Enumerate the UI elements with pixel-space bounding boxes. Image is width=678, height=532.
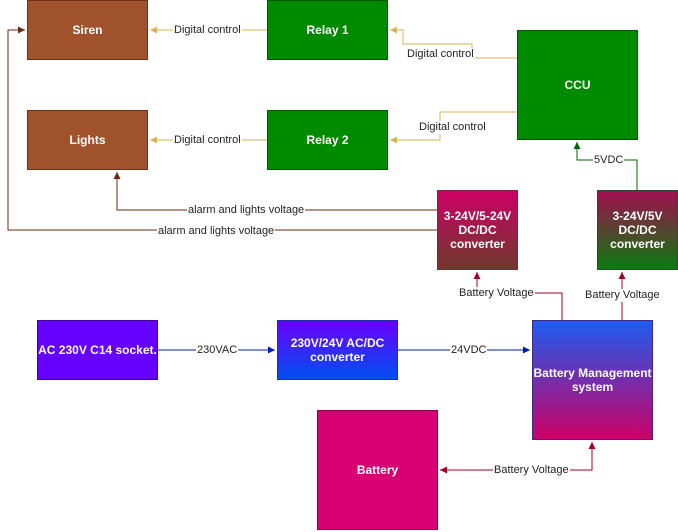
- siren-label: Siren: [72, 23, 103, 37]
- label-bms-conv-left: Battery Voltage: [458, 287, 535, 300]
- wire-bms-battery: [440, 442, 596, 474]
- lights-block: Lights: [27, 110, 148, 170]
- relay2-label: Relay 2: [306, 133, 349, 147]
- label-socket-acdc: 230VAC: [196, 344, 239, 357]
- label-acdc-bms: 24VDC: [450, 344, 488, 357]
- label-bms-conv-right: Battery Voltage: [584, 289, 661, 302]
- battery-management-block: Battery Management system: [532, 320, 653, 440]
- siren-block: Siren: [27, 0, 148, 60]
- dcdc-converter-24v-label: 3-24V/5-24V DC/DC converter: [443, 209, 512, 251]
- relay1-label: Relay 1: [306, 23, 349, 37]
- label-relay1-siren: Digital control: [173, 24, 242, 37]
- acdc-converter-block: 230V/24V AC/DC converter: [277, 320, 398, 380]
- acdc-converter-label: 230V/24V AC/DC converter: [290, 336, 385, 364]
- battery-block: Battery: [317, 410, 438, 530]
- label-bms-battery: Battery Voltage: [493, 464, 570, 477]
- label-conv-right-ccu: 5VDC: [593, 154, 625, 167]
- label-ccu-relay1: Digital control: [406, 48, 475, 61]
- label-conv-left-lights: alarm and lights voltage: [187, 204, 306, 217]
- ac-socket-label: AC 230V C14 socket.: [38, 343, 157, 357]
- ccu-label: CCU: [564, 78, 591, 92]
- wire-conv-left-lights: [113, 172, 437, 211]
- dcdc-converter-5v-block: 3-24V/5V DC/DC converter: [597, 190, 678, 270]
- label-conv-left-siren: alarm and lights voltage: [157, 225, 276, 238]
- label-relay2-lights: Digital control: [173, 134, 242, 147]
- dcdc-converter-5v-label: 3-24V/5V DC/DC converter: [610, 209, 665, 251]
- lights-label: Lights: [69, 133, 106, 147]
- relay1-block: Relay 1: [267, 0, 388, 60]
- battery-label: Battery: [356, 463, 399, 477]
- dcdc-converter-24v-block: 3-24V/5-24V DC/DC converter: [437, 190, 518, 270]
- battery-management-label: Battery Management system: [533, 366, 652, 394]
- ac-socket-block: AC 230V C14 socket.: [37, 320, 158, 380]
- relay2-block: Relay 2: [267, 110, 388, 170]
- label-ccu-relay2: Digital control: [418, 121, 487, 134]
- ccu-block: CCU: [517, 30, 638, 140]
- wire-ccu-relay1: [390, 26, 517, 59]
